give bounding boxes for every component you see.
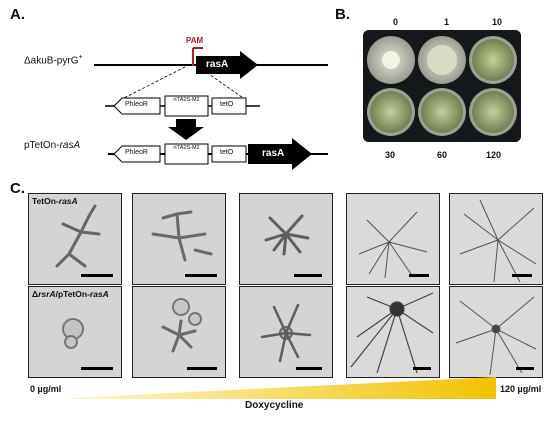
scale-bar bbox=[413, 367, 431, 370]
micro-r2-c2 bbox=[132, 286, 226, 378]
scale-bar bbox=[81, 274, 113, 277]
micro-r1-c2 bbox=[132, 193, 226, 285]
plate-label-30: 30 bbox=[385, 150, 396, 160]
plate-label-0: 0 bbox=[393, 17, 399, 27]
doxycycline-gradient bbox=[70, 377, 496, 399]
micro-r2-c4 bbox=[346, 286, 440, 378]
gradient-start-label: 0 µg/ml bbox=[30, 384, 62, 394]
rasa-top-label: rasA bbox=[206, 59, 229, 70]
phleor-label: PhleoR bbox=[125, 101, 148, 108]
micro-r1-c4 bbox=[346, 193, 440, 285]
pam-label: PAM bbox=[186, 36, 204, 45]
scale-bar bbox=[409, 274, 429, 277]
panel-label-b: B. bbox=[335, 6, 350, 23]
construct-diagram: ΔakuB-pyrG+ PAM rasA PhleoR rtTA2S-M2 te… bbox=[10, 20, 330, 180]
top-construct-text: ΔakuB-pyrG bbox=[24, 55, 79, 67]
micro-r2-c5 bbox=[449, 286, 543, 378]
doxycycline-label: Doxycycline bbox=[245, 400, 304, 411]
scale-bar bbox=[187, 367, 217, 370]
rtta-label: rtTA2S-M2 bbox=[173, 97, 200, 103]
row2-mid: /pTetOn- bbox=[55, 289, 90, 299]
result-construct-label: pTetOn-rasA bbox=[24, 140, 80, 151]
scale-bar bbox=[516, 367, 534, 370]
micro-r1-c5 bbox=[449, 193, 543, 285]
scale-bar bbox=[81, 367, 113, 370]
rtta-label-2: rtTA2S-M2 bbox=[173, 145, 200, 151]
rasa-result-label: rasA bbox=[262, 148, 285, 159]
micro-r2-c1: ΔrsrA/pTetOn-rasA bbox=[28, 286, 122, 378]
top-construct-sup: + bbox=[78, 54, 83, 61]
result-gene: rasA bbox=[59, 140, 81, 151]
plate-label-10: 10 bbox=[492, 17, 503, 27]
micro-r2-c3 bbox=[239, 286, 333, 378]
micro-r1-c1: TetOn-rasA bbox=[28, 193, 122, 285]
panel-label-c: C. bbox=[10, 180, 25, 197]
row1-gene: rasA bbox=[58, 196, 78, 206]
teto-label: tetO bbox=[220, 101, 234, 108]
row2-delta: Δ bbox=[32, 289, 39, 299]
teto-label-2: tetO bbox=[220, 149, 234, 156]
plate-photo bbox=[363, 30, 521, 142]
plate-label-1: 1 bbox=[444, 17, 450, 27]
row1-prefix: TetOn- bbox=[32, 196, 59, 206]
gradient-end-label: 120 µg/ml bbox=[500, 384, 542, 394]
scale-bar bbox=[185, 274, 217, 277]
row2-strain-label: ΔrsrA/pTetOn-rasA bbox=[32, 289, 109, 299]
scale-bar bbox=[296, 367, 322, 370]
top-construct-label: ΔakuB-pyrG+ bbox=[24, 54, 83, 66]
micro-r1-c3 bbox=[239, 193, 333, 285]
plate-label-60: 60 bbox=[437, 150, 448, 160]
row2-gene-a: rsrA bbox=[38, 289, 56, 299]
plate-label-120: 120 bbox=[486, 150, 502, 160]
phleor-label-2: PhleoR bbox=[125, 149, 148, 156]
scale-bar bbox=[512, 274, 532, 277]
result-prefix: pTetOn- bbox=[24, 140, 60, 151]
row1-strain-label: TetOn-rasA bbox=[32, 196, 78, 206]
scale-bar bbox=[294, 274, 322, 277]
row2-gene-b: rasA bbox=[89, 289, 109, 299]
panel-label-a: A. bbox=[10, 6, 25, 23]
